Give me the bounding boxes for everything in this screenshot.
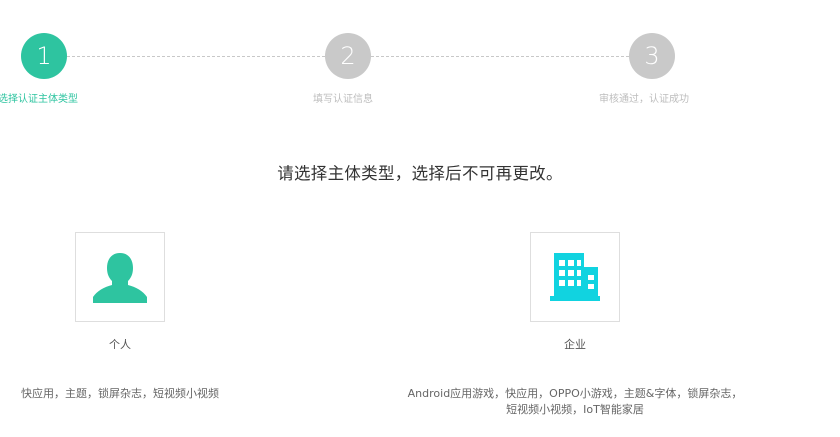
building-icon: [550, 253, 600, 301]
step-1-circle: 1: [21, 33, 67, 79]
type-name-personal: 个人: [109, 338, 131, 351]
type-desc-enterprise: Android应用游戏，快应用，OPPO小游戏，主题&字体，锁屏杂志， 短视频小…: [380, 386, 770, 418]
step-3-number: 3: [644, 42, 660, 70]
type-name-enterprise: 企业: [564, 338, 586, 351]
step-2-number: 2: [340, 42, 356, 70]
step-3-label: 审核通过，认证成功: [599, 94, 689, 105]
type-card-personal[interactable]: [75, 232, 165, 322]
step-1-label: 选择认证主体类型: [0, 94, 78, 105]
type-desc-enterprise-line-1: Android应用游戏，快应用，OPPO小游戏，主题&字体，锁屏杂志，: [407, 387, 743, 400]
step-connector-1-2: [67, 56, 325, 57]
page-instruction: 请选择主体类型，选择后不可再更改。: [277, 164, 563, 183]
step-2-label: 填写认证信息: [313, 94, 373, 105]
type-card-enterprise[interactable]: [530, 232, 620, 322]
step-3-circle: 3: [629, 33, 675, 79]
step-connector-2-3: [371, 56, 629, 57]
type-desc-enterprise-line-2: 短视频小视频，IoT智能家居: [506, 403, 644, 416]
step-1-number: 1: [36, 42, 52, 70]
type-desc-personal-line-1: 快应用，主题，锁屏杂志，短视频小视频: [21, 387, 219, 400]
step-2-circle: 2: [325, 33, 371, 79]
person-icon: [93, 253, 147, 303]
type-desc-personal: 快应用，主题，锁屏杂志，短视频小视频: [0, 386, 240, 402]
